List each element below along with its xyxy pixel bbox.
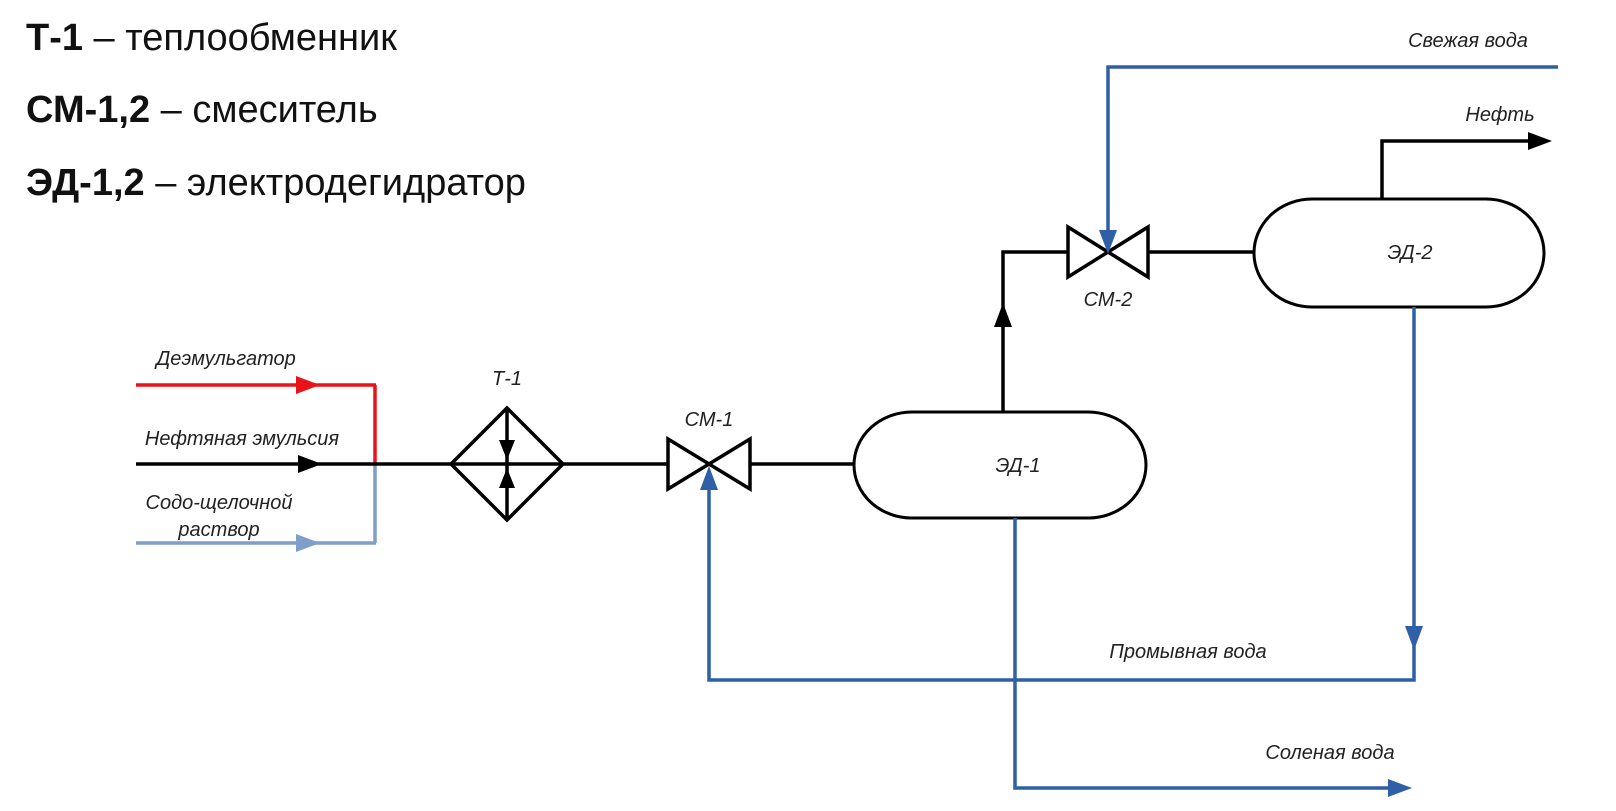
legend-item-ed: ЭД-1,2 – электродегидратор [26,162,526,204]
oil-label: Нефть [1465,104,1534,126]
soda-label-line1: Содо-щелочной [146,492,293,514]
salt-water-label: Соленая вода [1265,742,1394,764]
legend-item-cm: СМ-1,2 – смеситель [26,89,378,131]
cm2-label: СМ-2 [1084,289,1133,311]
oil-emulsion-stream [136,455,452,473]
legend-item-t1: Т-1 – теплообменник [26,17,397,59]
wash-water-line [700,307,1423,682]
electrodehydrator-ed2 [1252,197,1546,309]
ed1-label: ЭД-1 [995,455,1040,477]
soda-stream [136,464,377,552]
salt-water-line [1013,518,1412,797]
heat-exchanger-t1 [448,405,566,523]
ed2-label: ЭД-2 [1387,242,1432,264]
ed1-to-cm2-line [994,250,1068,412]
legend: Т-1 – теплообменник СМ-1,2 – смеситель Э… [26,17,526,204]
emulsion-arrow [298,455,322,473]
oil-emulsion-label: Нефтяная эмульсия [145,428,340,450]
oil-outlet [1380,132,1552,199]
t1-label: Т-1 [492,368,522,390]
demulsifier-arrow [296,376,320,394]
cm1-label: СМ-1 [685,409,734,431]
electrodehydrator-ed1 [852,410,1148,520]
soda-label-line2: раствор [177,519,259,541]
mixer-cm1 [666,435,752,493]
demulsifier-label: Деэмульгатор [154,348,296,370]
fresh-water-line [1099,65,1558,254]
soda-arrow [296,534,320,552]
wash-water-label: Промывная вода [1109,641,1266,663]
fresh-water-label: Свежая вода [1408,30,1528,52]
demulsifier-stream [136,376,377,464]
